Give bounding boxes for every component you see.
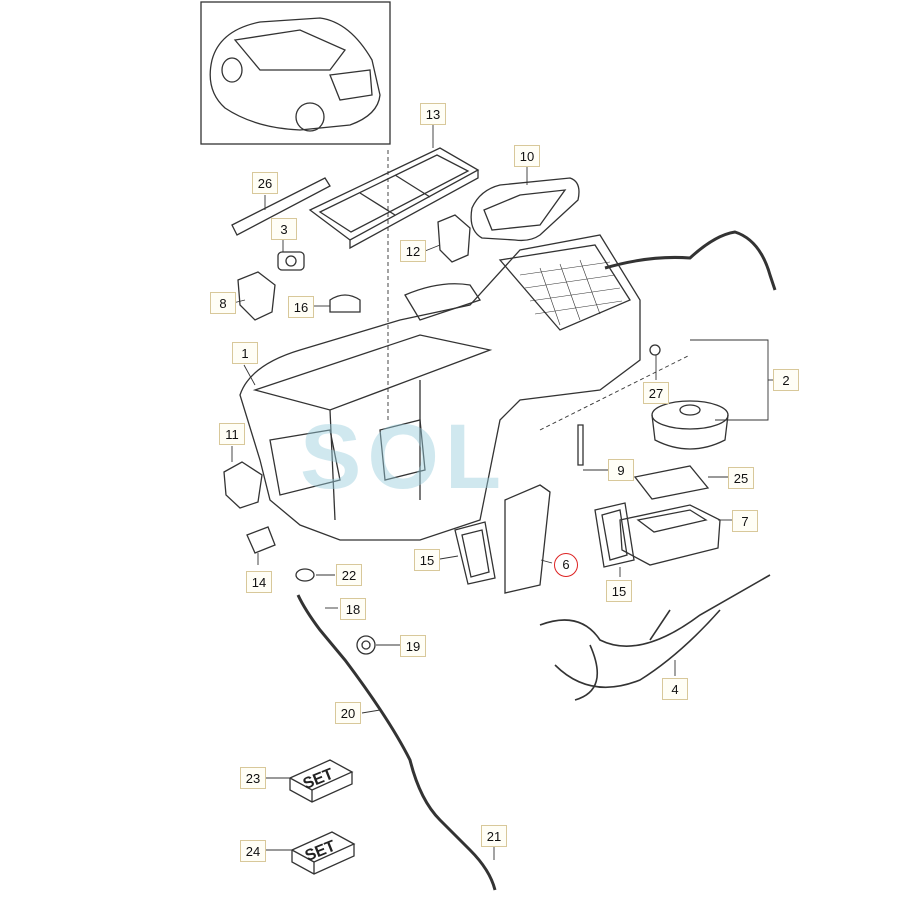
part-26-seal-strip [231, 177, 331, 236]
callout-1: 1 [232, 342, 258, 364]
callout-2: 2 [773, 369, 799, 391]
callout-25: 25 [728, 467, 754, 489]
part-8-actuator [237, 271, 276, 321]
callout-20: 20 [335, 702, 361, 724]
part-14-sensor [246, 526, 276, 554]
callout-27: 27 [643, 382, 669, 404]
callout-8: 8 [210, 292, 236, 314]
part-2-blower-motor [651, 400, 729, 450]
callout-13: 13 [420, 103, 446, 125]
callout-23: 23 [240, 767, 266, 789]
callout-15-right: 15 [606, 580, 632, 602]
vehicle-inset-car [209, 17, 381, 132]
part-15-duct-left [454, 521, 496, 585]
callout-6-highlighted: 6 [554, 553, 578, 577]
part-22-clamp [295, 568, 315, 582]
part-3-sensor [277, 251, 305, 271]
part-11-actuator [223, 461, 263, 509]
part-9-temp-sensor [577, 424, 584, 466]
callout-7: 7 [732, 510, 758, 532]
vehicle-inset-frame [200, 1, 391, 145]
callout-15-left: 15 [414, 549, 440, 571]
leader-lines [231, 124, 773, 860]
callout-12: 12 [400, 240, 426, 262]
part-4-wiring-harness [539, 574, 771, 701]
callout-14: 14 [246, 571, 272, 593]
part-16-clip [329, 294, 361, 313]
callout-19: 19 [400, 635, 426, 657]
part-13-filter-frame [308, 147, 480, 250]
part-6-heater-core [504, 484, 551, 594]
callout-24: 24 [240, 840, 266, 862]
callout-4: 4 [662, 678, 688, 700]
part-27-clip [649, 344, 661, 356]
set-label-24: SET [303, 838, 338, 866]
callout-16: 16 [288, 296, 314, 318]
callout-22: 22 [336, 564, 362, 586]
callout-3: 3 [271, 218, 297, 240]
part-1-hvac-housing [239, 234, 641, 541]
part-20-drain-hose [296, 594, 497, 891]
callout-21: 21 [481, 825, 507, 847]
callout-11: 11 [219, 423, 245, 445]
set-label-23: SET [301, 766, 336, 794]
part-23-repair-set [288, 759, 354, 803]
callout-10: 10 [514, 145, 540, 167]
part-24-repair-set [290, 831, 356, 875]
drain-hose-upper [604, 230, 777, 291]
part-19-grommet [356, 635, 376, 655]
part-12-actuator [437, 214, 471, 263]
part-7-cabin-filter [619, 504, 721, 566]
callout-18: 18 [340, 598, 366, 620]
watermark: SOL [300, 406, 508, 508]
part-25-filter-pad [633, 465, 710, 500]
callout-26: 26 [252, 172, 278, 194]
part-15-duct-right [594, 502, 635, 568]
callout-9: 9 [608, 459, 634, 481]
part-10-gasket [470, 177, 580, 242]
